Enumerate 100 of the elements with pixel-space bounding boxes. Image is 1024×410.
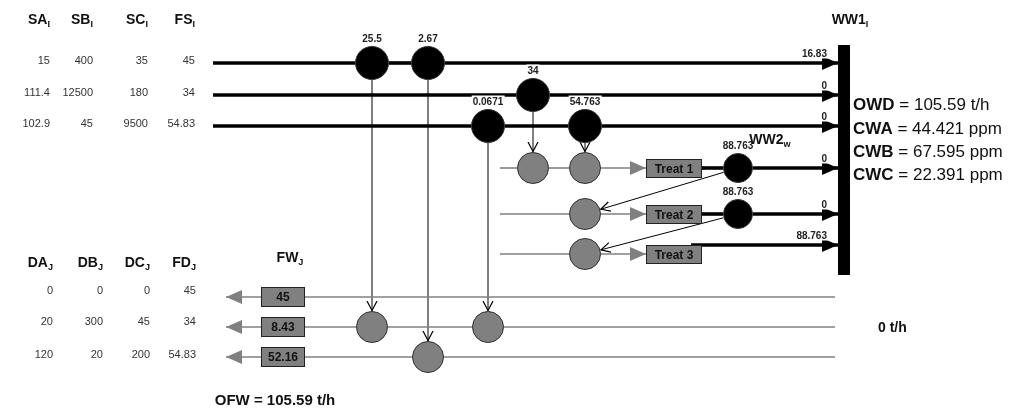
connector-line xyxy=(702,212,723,216)
treatment-box: Treat 1 xyxy=(646,159,702,178)
mixer-circle xyxy=(517,152,549,184)
flow-value: 34 xyxy=(526,64,540,76)
arrow xyxy=(225,290,262,304)
arrow xyxy=(550,88,838,102)
column-header: SA$_{I}$ xyxy=(28,11,50,29)
connector-line xyxy=(304,326,357,328)
table-value: 0 xyxy=(96,284,103,296)
table-value: 54.83 xyxy=(168,348,196,360)
treatment-box: Treat 3 xyxy=(646,245,702,264)
column-header: DB$_{J}$ xyxy=(77,254,103,272)
splitter-circle xyxy=(471,109,505,143)
column-header: SB$_{I}$ xyxy=(71,11,93,29)
table-value: 45 xyxy=(137,315,150,327)
arrow xyxy=(691,238,838,252)
connector-line xyxy=(213,61,355,65)
result-text: CWA = 44.421 ppm xyxy=(853,119,1002,139)
connector-line xyxy=(213,93,516,97)
connector-line xyxy=(304,356,413,358)
column-header: DC$_{J}$ xyxy=(124,254,150,272)
stream-label: WW1$_{I}$ xyxy=(831,11,869,29)
arrow xyxy=(445,56,838,70)
result-text: OFW = 105.59 t/h xyxy=(214,390,336,408)
column-header: FS$_{I}$ xyxy=(174,11,195,29)
mixer-circle xyxy=(412,341,444,373)
table-value: 180 xyxy=(129,86,148,98)
arrow xyxy=(225,320,262,334)
connector-line xyxy=(503,326,836,328)
table-value: 9500 xyxy=(123,117,148,129)
arrow xyxy=(579,141,591,153)
mixer-circle xyxy=(569,152,601,184)
column-header: DA$_{J}$ xyxy=(27,254,53,272)
table-value: 34 xyxy=(183,315,196,327)
connector-line xyxy=(213,124,471,128)
column-header: FW$_{J}$ xyxy=(276,249,304,267)
table-value: 102.9 xyxy=(22,117,50,129)
flow-box: 45 xyxy=(261,287,305,307)
connector-line xyxy=(548,167,570,169)
connector-line xyxy=(505,124,568,128)
table-value: 300 xyxy=(84,315,103,327)
column-header: FD$_{J}$ xyxy=(172,254,196,272)
edge-label: 0 xyxy=(820,110,828,122)
edge-label: 0 xyxy=(820,198,828,210)
arrow xyxy=(527,111,539,153)
splitter-circle xyxy=(723,153,753,183)
splitter-circle xyxy=(568,109,602,143)
arrow xyxy=(600,217,724,253)
arrow xyxy=(366,79,378,312)
arrow xyxy=(600,161,647,175)
arrow xyxy=(600,247,647,261)
table-value: 45 xyxy=(183,284,196,296)
treatment-box: Treat 2 xyxy=(646,205,702,224)
flow-value: 0.0671 xyxy=(471,95,505,107)
flow-value: 2.67 xyxy=(417,32,439,44)
table-value: 45 xyxy=(182,54,195,66)
connector-line xyxy=(443,356,836,358)
arrow xyxy=(753,161,838,175)
result-text: OWD = 105.59 t/h xyxy=(853,95,990,115)
connector-line xyxy=(304,296,836,298)
table-value: 200 xyxy=(131,348,150,360)
column-header: SC$_{I}$ xyxy=(126,11,148,29)
mixer-circle xyxy=(472,311,504,343)
table-value: 12500 xyxy=(62,86,93,98)
flow-box: 8.43 xyxy=(261,317,305,337)
table-value: 400 xyxy=(74,54,93,66)
arrow xyxy=(602,119,838,133)
flow-value: 54.763 xyxy=(568,95,602,107)
arrow xyxy=(225,350,262,364)
table-value: 20 xyxy=(90,348,103,360)
arrow xyxy=(422,79,434,342)
arrow xyxy=(599,171,725,212)
result-text: 0 t/h xyxy=(878,319,907,335)
flow-box: 52.16 xyxy=(261,347,305,367)
splitter-circle xyxy=(411,46,445,80)
edge-label: 0 xyxy=(820,152,828,164)
table-value: 45 xyxy=(80,117,93,129)
table-value: 34 xyxy=(182,86,195,98)
flow-value: 88.763 xyxy=(721,185,755,197)
connector-line xyxy=(387,326,473,328)
connector-line xyxy=(499,213,570,215)
table-value: 0 xyxy=(46,284,53,296)
flow-value: 25.5 xyxy=(361,32,383,44)
table-value: 120 xyxy=(34,348,53,360)
connector-line xyxy=(499,253,570,255)
mixer-circle xyxy=(569,198,601,230)
connector-line xyxy=(499,167,518,169)
edge-label: 0 xyxy=(820,79,828,91)
splitter-circle xyxy=(355,46,389,80)
result-text: CWC = 22.391 ppm xyxy=(853,165,1003,185)
arrow xyxy=(482,142,494,312)
mixer-circle xyxy=(569,238,601,270)
table-value: 54.83 xyxy=(167,117,195,129)
table-value: 15 xyxy=(37,54,50,66)
table-value: 35 xyxy=(135,54,148,66)
table-value: 0 xyxy=(143,284,150,296)
edge-label: 88.763 xyxy=(795,229,828,241)
splitter-circle xyxy=(723,199,753,229)
table-value: 20 xyxy=(40,315,53,327)
result-text: CWB = 67.595 ppm xyxy=(853,142,1003,162)
